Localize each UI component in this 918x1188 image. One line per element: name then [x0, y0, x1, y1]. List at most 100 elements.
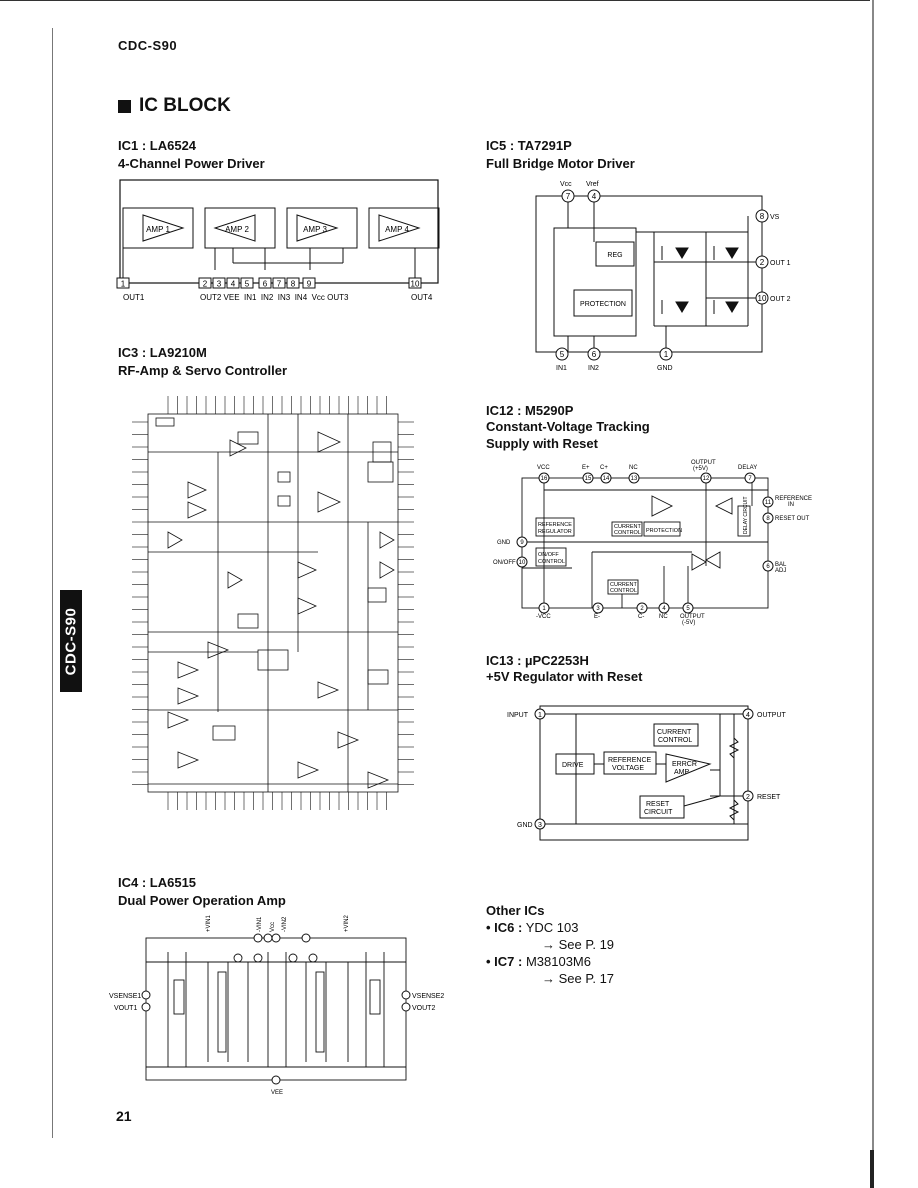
ic5-pin-vcc: 7: [566, 192, 571, 201]
ic13-label-reset: RESET: [757, 794, 781, 801]
other-ic7-see: → See P. 17: [542, 971, 615, 986]
ic5-label-gnd: GND: [657, 365, 673, 372]
ic13-box-err: ERRCR: [672, 761, 697, 768]
ic1-amp3: AMP 3: [303, 225, 327, 234]
ic13-box-cur-2: CONTROL: [658, 737, 692, 744]
ic12-label-refin-2: IN: [788, 502, 794, 508]
other-ic6-see: → See P. 19: [542, 937, 615, 952]
ic4-vin2m: -VIN2: [282, 916, 288, 932]
ic1-pin-box: [226, 277, 240, 289]
ic12-label-vcc: VCC: [537, 465, 550, 471]
ic13-box-cur: CURRENT: [657, 729, 692, 736]
other-ic7: • IC7 : M38103M6: [486, 953, 614, 970]
section-title: IC BLOCK: [118, 95, 231, 117]
ic1-pin-number: 1: [121, 280, 126, 289]
ic1-pin-box: [116, 277, 130, 289]
ic3-title: IC3 : LA9210M: [118, 345, 207, 360]
ic1-title: IC1 : LA6524: [118, 138, 197, 153]
ic12-pin-refin: 11: [765, 500, 772, 506]
ic5-subtitle: Full Bridge Motor Driver: [486, 156, 635, 171]
ic1-pin-box: [240, 277, 254, 289]
ic12-label-bal: BAL: [775, 562, 787, 568]
ic1-pin-box: [198, 277, 212, 289]
ic13-subtitle: +5V Regulator with Reset: [486, 669, 643, 684]
ic12-label-output: OUTPUT: [691, 460, 716, 466]
ic12-label-onoff: ON/OFF: [493, 560, 516, 566]
ic12-pin-output2: 5: [686, 606, 690, 612]
ic12-pin-cminus: 2: [640, 606, 644, 612]
ic4-vin1p: +VIN1: [206, 914, 212, 932]
ic12-label-mvcc: -VCC: [536, 614, 551, 620]
ic1-amp2: AMP 2: [225, 225, 249, 234]
other-ic6-part: YDC 103: [522, 920, 579, 935]
ic12-label-nc2: NC: [659, 614, 668, 620]
ic5-label-vcc: Vcc: [560, 181, 572, 188]
ic13-label-output: OUTPUT: [757, 712, 787, 719]
ic1-pin-number: 5: [245, 280, 250, 289]
ic4-vsense1: VSENSE1: [109, 993, 141, 1000]
ic12-pin-vcc: 16: [541, 476, 548, 482]
page-number: 21: [116, 1108, 132, 1124]
ic12-label-output-v: (+5V): [693, 466, 708, 472]
other-ic6-ref: • IC6 :: [486, 920, 523, 935]
ic5-protection: PROTECTION: [580, 301, 626, 308]
ic13-pin-reset: 2: [746, 794, 750, 801]
ic12-pin-mvcc: 1: [542, 606, 546, 612]
ic1-pin-number: 6: [263, 280, 268, 289]
ic12-label-reset-out: RESET OUT: [775, 516, 810, 522]
ic3-diagram: [132, 396, 414, 810]
page-header: CDC-S90: [118, 38, 178, 53]
ic12-pin-nc2: 4: [662, 606, 666, 612]
right-edge: [872, 0, 874, 1188]
ic12-pin-output: 12: [703, 476, 710, 482]
ic4-vout2: VOUT2: [412, 1005, 435, 1012]
ic1-pin-box: [258, 277, 272, 289]
ic5-diagram: 7 4 8 2 10 5 6 1 Vcc Vref VS OUT 1 OUT 2…: [535, 181, 791, 372]
ic1-subtitle: 4-Channel Power Driver: [118, 156, 265, 171]
ic4-diagram: VSENSE1 VOUT1 VSENSE2 VOUT2 +VIN1 -VIN1 …: [109, 914, 444, 1096]
ic12-label-bal-2: ADJ: [775, 568, 786, 574]
ic1-pin-box: [302, 277, 316, 289]
ic12-label-eminus: E-: [594, 614, 600, 620]
ic13-box-reset: RESET: [646, 801, 670, 808]
ic1-amp1: AMP 1: [146, 225, 170, 234]
ic1-label-out4: OUT4: [411, 293, 433, 302]
ic12-box-delay: DELAY CIRCUIT: [743, 496, 749, 534]
ic4-vin2p: +VIN2: [344, 914, 350, 932]
other-ic7-ref: • IC7 :: [486, 954, 523, 969]
ic5-label-in1: IN1: [556, 365, 567, 372]
ic12-pin-bal: 6: [766, 564, 770, 570]
other-ic7-part: M38103M6: [522, 954, 591, 969]
ic4-vsense2: VSENSE2: [412, 993, 444, 1000]
ic1-pin-box: [272, 277, 286, 289]
ic12-pin-cplus: 14: [603, 476, 610, 482]
ic5-pin-gnd: 1: [664, 350, 669, 359]
ic1-pin-number: 4: [231, 280, 236, 289]
ic5-label-out1: OUT 1: [770, 260, 791, 267]
ic13-box-reset-2: CIRCUIT: [644, 809, 673, 816]
ic13-label-input: INPUT: [507, 712, 529, 719]
ic12-pin-gnd: 9: [520, 540, 524, 546]
ic12-box-onoff: ON/OFF: [538, 552, 559, 558]
ic1-pin-number: 2: [203, 280, 208, 289]
ic13-pin-gnd: 3: [538, 822, 542, 829]
ic13-box-drive: DRIVE: [562, 762, 584, 769]
ic13-diagram: 1 4 2 3 INPUT OUTPUT RESET GND DRIVE REF…: [507, 705, 787, 841]
ic4-title: IC4 : LA6515: [118, 875, 197, 890]
ic12-box-ref-2: REGULATOR: [538, 529, 572, 535]
ic4-subtitle: Dual Power Operation Amp: [118, 893, 286, 908]
ic12-label-delay: DELAY: [738, 465, 757, 471]
ic4-vee: VEE: [271, 1090, 283, 1096]
ic12-pin-eplus: 15: [585, 476, 592, 482]
ic12-box-cur-2: CONTROL: [614, 530, 641, 536]
ic12-label-refin: REFERENCE: [775, 496, 812, 502]
ic4-vin1m: -VIN1: [257, 916, 263, 932]
other-ics: Other ICs • IC6 : YDC 103 → See P. 19 • …: [486, 902, 614, 987]
ic1-pin-box: [408, 277, 422, 289]
ic5-label-vref: Vref: [586, 181, 599, 188]
top-rule: [0, 0, 870, 1]
ic12-subtitle-2: Supply with Reset: [486, 436, 598, 451]
ic13-box-ref-2: VOLTAGE: [612, 765, 644, 772]
ic12-label-nc: NC: [629, 465, 638, 471]
